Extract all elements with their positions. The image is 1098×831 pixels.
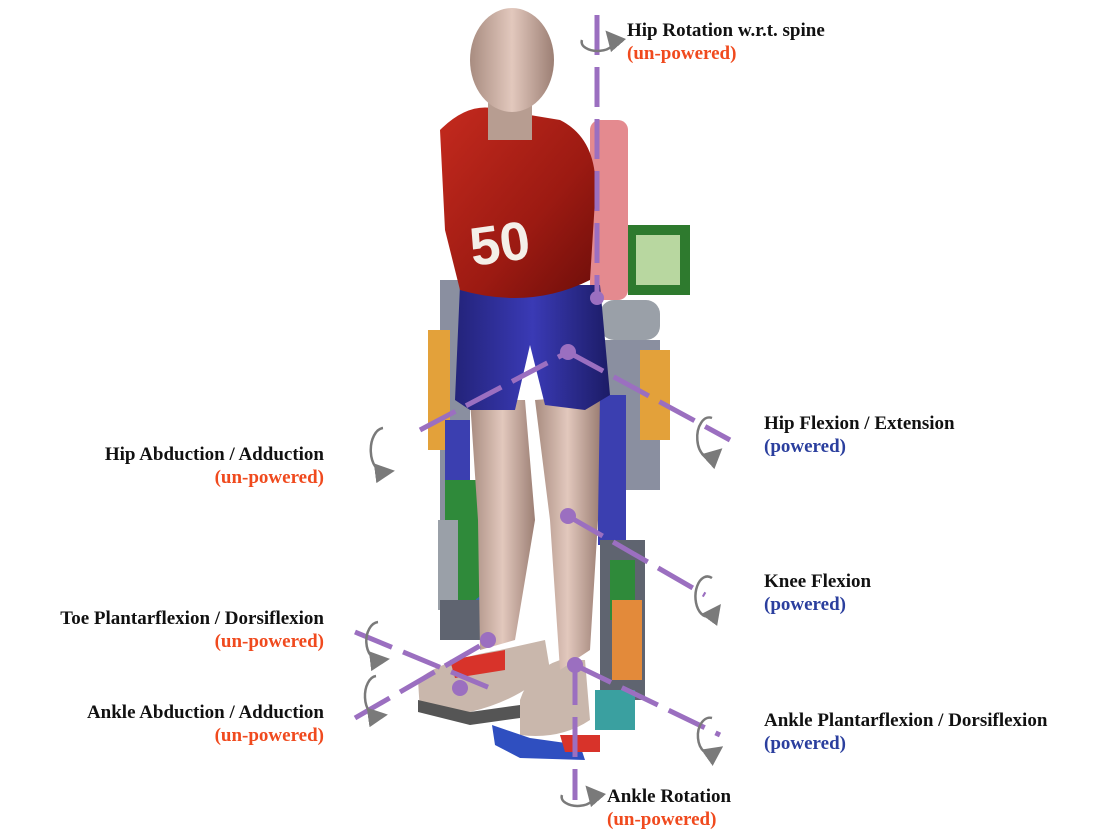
knee-flexion-status: (powered): [764, 593, 871, 616]
ankle-abduction-name: Ankle Abduction / Adduction: [87, 702, 324, 723]
jersey-number: 50: [466, 210, 534, 278]
hip-flexion-status: (powered): [764, 435, 955, 458]
shorts: [455, 285, 610, 410]
hip-rotation-name: Hip Rotation w.r.t. spine: [627, 20, 825, 41]
ankle-rotation-status: (un-powered): [607, 808, 731, 831]
hip-flexion-name: Hip Flexion / Extension: [764, 413, 955, 434]
toe-flexion-name: Toe Plantarflexion / Dorsiflexion: [60, 608, 324, 629]
knee-flexion-name: Knee Flexion: [764, 571, 871, 592]
ankle-flexion-status: (powered): [764, 732, 1047, 755]
label-hip-rotation: Hip Rotation w.r.t. spine (un-powered): [627, 19, 825, 65]
label-ankle-flexion: Ankle Plantarflexion / Dorsiflexion (pow…: [764, 709, 1047, 755]
label-ankle-rotation: Ankle Rotation (un-powered): [607, 785, 731, 831]
hip-rotation-status: (un-powered): [627, 42, 825, 65]
ankle-rotation-name: Ankle Rotation: [607, 786, 731, 807]
hip-abduction-name: Hip Abduction / Adduction: [105, 444, 324, 465]
label-knee-flexion: Knee Flexion (powered): [764, 570, 871, 616]
ankle-abduction-status: (un-powered): [87, 724, 324, 747]
label-ankle-abduction: Ankle Abduction / Adduction (un-powered): [87, 701, 324, 747]
label-hip-flexion: Hip Flexion / Extension (powered): [764, 412, 955, 458]
hip-abduction-status: (un-powered): [105, 466, 324, 489]
label-toe-flexion: Toe Plantarflexion / Dorsiflexion (un-po…: [60, 607, 324, 653]
label-hip-abduction: Hip Abduction / Adduction (un-powered): [105, 443, 324, 489]
toe-flexion-status: (un-powered): [60, 630, 324, 653]
ankle-flexion-name: Ankle Plantarflexion / Dorsiflexion: [764, 710, 1047, 731]
legs: [470, 395, 600, 670]
